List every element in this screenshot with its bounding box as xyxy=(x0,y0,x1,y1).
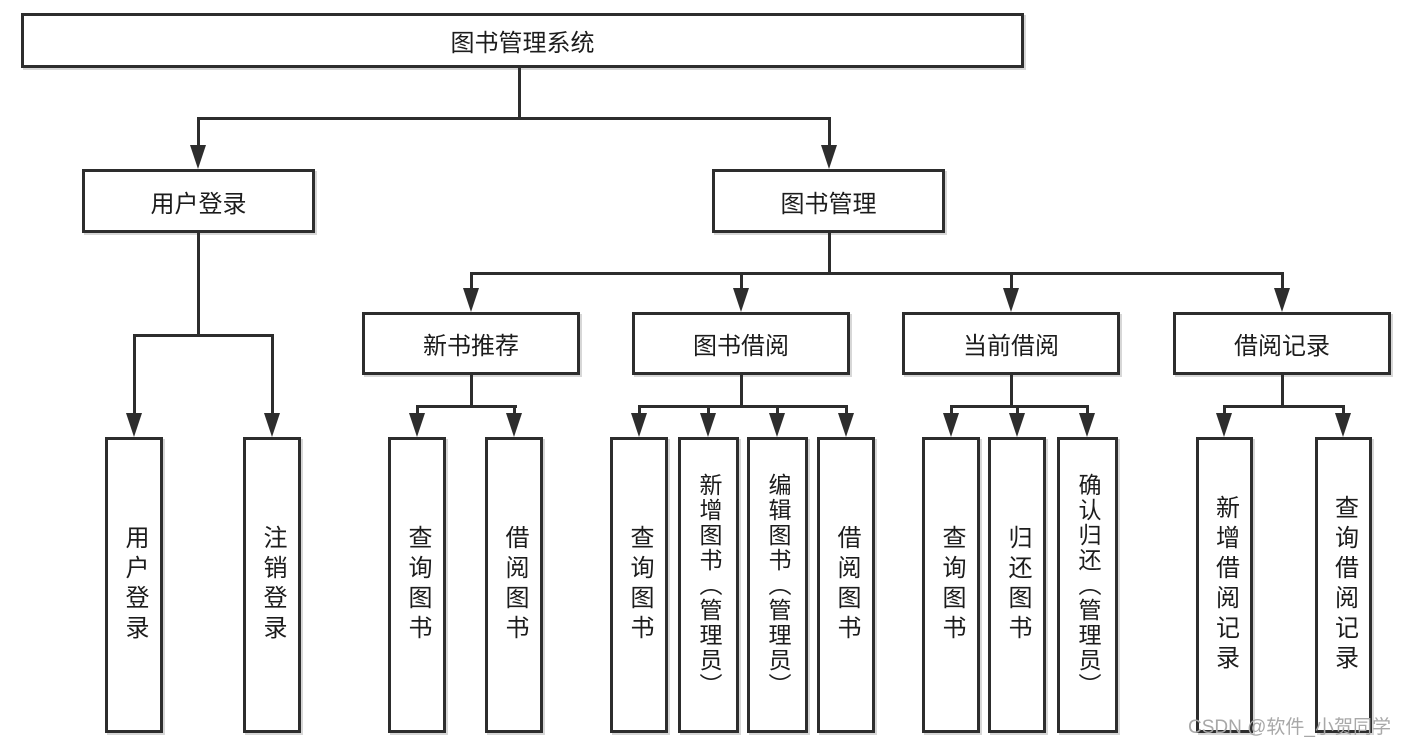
connector-borrow-branch xyxy=(638,405,848,408)
leaf-add-book-admin-label: 新增图书（管理员） xyxy=(696,472,722,698)
arrow-down-icon xyxy=(506,413,522,437)
leaf-add-book-admin: 新增图书（管理员） xyxy=(678,437,739,733)
arrow-down-icon xyxy=(1216,413,1232,437)
leaf-add-borrow-record-label: 新增借阅记录 xyxy=(1211,495,1239,675)
leaf-query-books-recommend-label: 查询图书 xyxy=(404,525,431,645)
node-book-management-label: 图书管理 xyxy=(780,190,877,218)
connector-recommend-stem xyxy=(470,375,473,406)
connector-book-mgmt-drop-1 xyxy=(470,272,473,292)
connector-current-drop-3 xyxy=(1086,405,1089,415)
connector-records-drop-2 xyxy=(1342,405,1345,415)
leaf-logout-label: 注销登录 xyxy=(259,525,286,645)
arrow-down-icon xyxy=(463,288,479,312)
leaf-return-book: 归还图书 xyxy=(988,437,1046,733)
leaf-borrow-books-recommend: 借阅图书 xyxy=(485,437,543,733)
connector-user-login-stem xyxy=(197,233,200,335)
leaf-borrow-books-borrow-label: 借阅图书 xyxy=(833,525,860,645)
leaf-borrow-books-recommend-label: 借阅图书 xyxy=(501,525,528,645)
leaf-edit-book-admin-label: 编辑图书（管理员） xyxy=(765,472,791,698)
connector-recommend-drop-1 xyxy=(416,405,419,415)
connector-borrow-stem xyxy=(740,375,743,406)
arrow-down-icon xyxy=(769,413,785,437)
connector-current-branch xyxy=(950,405,1089,408)
leaf-query-books-current: 查询图书 xyxy=(922,437,980,733)
arrow-down-icon xyxy=(821,145,837,169)
arrow-down-icon xyxy=(1274,288,1290,312)
node-new-book-recommend-label: 新书推荐 xyxy=(423,333,519,360)
leaf-query-books-borrow-label: 查询图书 xyxy=(626,525,653,645)
leaf-edit-book-admin: 编辑图书（管理员） xyxy=(747,437,808,733)
leaf-query-borrow-record: 查询借阅记录 xyxy=(1315,437,1372,733)
connector-borrow-drop-3 xyxy=(776,405,779,415)
node-borrow-records-label: 借阅记录 xyxy=(1234,333,1330,360)
arrow-down-icon xyxy=(631,413,647,437)
node-book-management: 图书管理 xyxy=(712,169,945,233)
connector-current-drop-1 xyxy=(950,405,953,415)
node-borrow-records: 借阅记录 xyxy=(1173,312,1391,375)
connector-book-mgmt-drop-4 xyxy=(1281,272,1284,292)
connector-root-drop-right xyxy=(828,117,831,149)
arrow-down-icon xyxy=(1335,413,1351,437)
connector-book-mgmt-drop-3 xyxy=(1010,272,1013,292)
connector-records-branch xyxy=(1223,405,1345,408)
connector-book-mgmt-branch xyxy=(470,272,1284,275)
node-book-borrow-label: 图书借阅 xyxy=(693,333,789,360)
node-user-login: 用户登录 xyxy=(82,169,315,233)
arrow-down-icon xyxy=(190,145,206,169)
node-book-borrow: 图书借阅 xyxy=(632,312,850,375)
connector-root-stem xyxy=(518,68,521,118)
connector-book-mgmt-drop-2 xyxy=(740,272,743,292)
arrow-down-icon xyxy=(264,413,280,437)
arrow-down-icon xyxy=(1079,413,1095,437)
leaf-confirm-return-admin: 确认归还（管理员） xyxy=(1057,437,1118,733)
connector-borrow-drop-4 xyxy=(845,405,848,415)
connector-root-branch xyxy=(197,117,831,120)
leaf-return-book-label: 归还图书 xyxy=(1004,525,1031,645)
arrow-down-icon xyxy=(409,413,425,437)
leaf-confirm-return-admin-label: 确认归还（管理员） xyxy=(1075,472,1101,698)
node-library-system-label: 图书管理系统 xyxy=(450,30,595,57)
leaf-query-books-borrow: 查询图书 xyxy=(610,437,668,733)
arrow-down-icon xyxy=(1009,413,1025,437)
connector-borrow-drop-1 xyxy=(638,405,641,415)
node-user-login-label: 用户登录 xyxy=(150,190,247,218)
connector-root-drop-left xyxy=(197,117,200,149)
arrow-down-icon xyxy=(733,288,749,312)
connector-user-login-branch xyxy=(133,334,274,337)
arrow-down-icon xyxy=(1003,288,1019,312)
leaf-query-borrow-record-label: 查询借阅记录 xyxy=(1330,495,1358,675)
leaf-borrow-books-borrow: 借阅图书 xyxy=(817,437,875,733)
connector-borrow-drop-2 xyxy=(707,405,710,415)
watermark: CSDN @软件_小贺同学 xyxy=(1188,717,1391,738)
node-current-borrow: 当前借阅 xyxy=(902,312,1120,375)
connector-records-drop-1 xyxy=(1223,405,1226,415)
connector-recommend-branch xyxy=(416,405,517,408)
arrow-down-icon xyxy=(700,413,716,437)
node-new-book-recommend: 新书推荐 xyxy=(362,312,580,375)
arrow-down-icon xyxy=(126,413,142,437)
leaf-query-books-recommend: 查询图书 xyxy=(388,437,446,733)
connector-book-mgmt-stem xyxy=(828,233,831,273)
arrow-down-icon xyxy=(838,413,854,437)
connector-current-drop-2 xyxy=(1016,405,1019,415)
leaf-add-borrow-record: 新增借阅记录 xyxy=(1196,437,1253,733)
leaf-user-login-label: 用户登录 xyxy=(121,525,148,645)
connector-current-stem xyxy=(1010,375,1013,406)
node-library-system: 图书管理系统 xyxy=(21,13,1024,68)
connector-records-stem xyxy=(1281,375,1284,406)
arrow-down-icon xyxy=(943,413,959,437)
leaf-query-books-current-label: 查询图书 xyxy=(938,525,965,645)
connector-user-login-drop-1 xyxy=(133,334,136,414)
leaf-logout: 注销登录 xyxy=(243,437,301,733)
node-current-borrow-label: 当前借阅 xyxy=(963,333,1059,360)
leaf-user-login: 用户登录 xyxy=(105,437,163,733)
connector-recommend-drop-2 xyxy=(513,405,516,415)
connector-user-login-drop-2 xyxy=(271,334,274,414)
